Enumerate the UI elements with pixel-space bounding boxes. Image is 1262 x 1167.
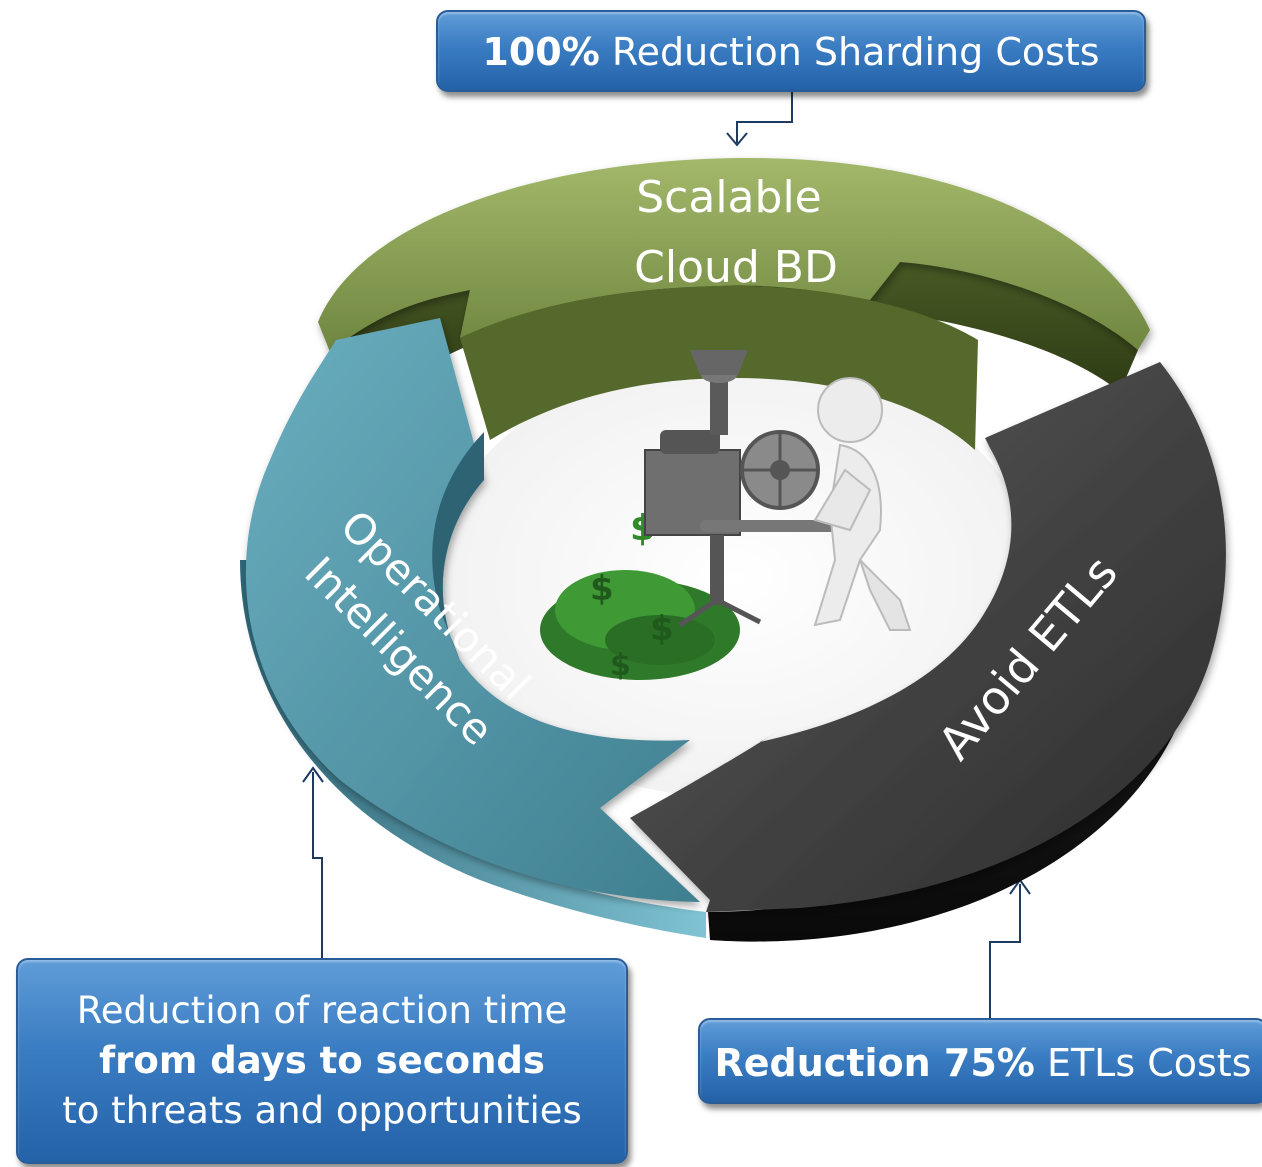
money-printing-machine-icon: $ $ $ $ [540, 350, 912, 683]
dark-segment [630, 362, 1226, 912]
teal-segment-inner-wall [432, 432, 484, 660]
connector-top-arrowhead [726, 132, 748, 147]
callout-left-line2: from days to seconds [99, 1039, 545, 1082]
cycle-center [435, 358, 1035, 798]
callout-right-bold: Reduction 75% [714, 1041, 1035, 1085]
connector-left-arrowhead [302, 766, 324, 783]
callout-sharding-costs: 100% Reduction Sharding Costs [436, 10, 1146, 92]
segment-label-scalable: Scalable Cloud BD [634, 172, 838, 293]
callout-left-line3: to threats and opportunities [62, 1089, 582, 1132]
svg-text:$: $ [610, 648, 631, 683]
svg-text:$: $ [650, 609, 674, 649]
connector-left [312, 772, 323, 958]
green-segment [318, 157, 1150, 352]
teal-segment [245, 318, 700, 902]
connector-right [989, 884, 1021, 1018]
callout-right-text: ETLs Costs [1034, 1041, 1252, 1085]
svg-text:$: $ [590, 569, 614, 609]
callout-top-text: Reduction Sharding Costs [599, 30, 1100, 74]
connector-top [736, 92, 793, 143]
callout-etls-costs: Reduction 75% ETLs Costs [698, 1018, 1262, 1104]
callout-left-line1: Reduction of reaction time [76, 989, 568, 1032]
callout-reaction-time: Reduction of reaction time from days to … [16, 958, 628, 1164]
callout-top-bold: 100% [482, 30, 600, 74]
